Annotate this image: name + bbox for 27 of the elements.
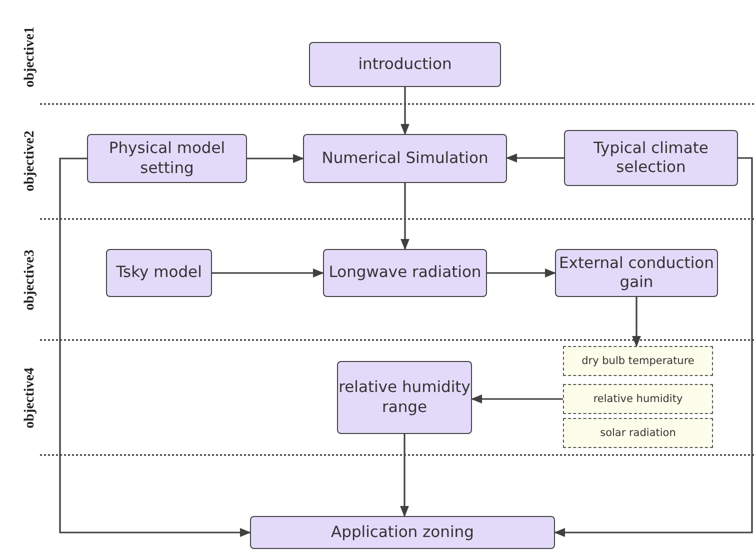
section-label: objective2: [22, 130, 38, 192]
arrow: [400, 87, 410, 136]
process-box: Tsky model: [106, 249, 212, 297]
parameter-box: relative humidity: [563, 384, 713, 414]
process-box: Physical model setting: [87, 134, 247, 183]
arrow: [506, 154, 564, 162]
parameter-box: dry bulb temperature: [563, 346, 713, 376]
arrow: [554, 157, 753, 537]
section-label: objective1: [22, 26, 38, 88]
arrow: [470, 394, 563, 404]
arrow: [400, 183, 410, 250]
process-box: External conduction gain: [555, 249, 718, 297]
arrow: [487, 268, 556, 278]
process-box: relative humidity range: [337, 361, 472, 434]
arrow: [212, 268, 324, 278]
parameter-box: solar radiation: [563, 418, 713, 448]
process-box: Numerical Simulation: [303, 134, 507, 183]
arrow: [247, 154, 304, 163]
arrow: [59, 158, 252, 537]
process-box: Longwave radiation: [323, 249, 487, 297]
process-box: introduction: [309, 42, 501, 87]
process-box: Application zoning: [250, 516, 555, 549]
section-label: objective3: [22, 250, 38, 310]
section-label: objective4: [22, 368, 38, 428]
process-box: Typical climate selection: [564, 130, 738, 186]
arrow: [632, 297, 641, 348]
arrow: [400, 434, 409, 518]
